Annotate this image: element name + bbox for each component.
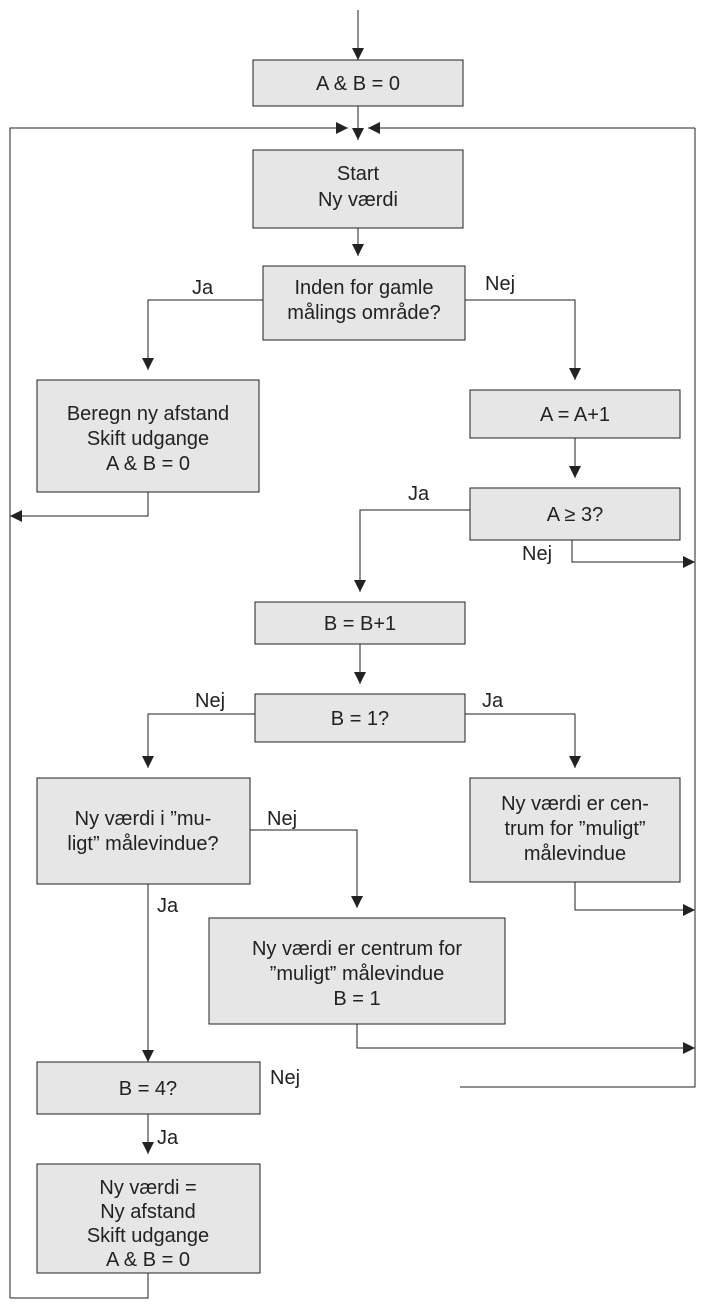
loop-back-left-arrow (9, 122, 348, 1298)
decision-a-ge-3: A ≥ 3? (469, 487, 681, 541)
svg-text:Ny værdi =: Ny værdi = (99, 1177, 196, 1199)
decision-inside-range-line: målings område? (287, 302, 440, 324)
box-calc-line: A & B = 0 (106, 453, 190, 475)
svg-text:målevindue: målevindue (524, 843, 626, 865)
b1-yes-arrow (465, 713, 581, 768)
box-final-line: Skift udgange (87, 1225, 209, 1247)
svg-text:Ny værdi er centrum for: Ny værdi er centrum for (252, 938, 462, 960)
box-start-line: Ny værdi (318, 189, 398, 211)
box-center-right-line: målevindue (524, 843, 626, 865)
decision-a-ge-3-line: A ≥ 3? (547, 504, 604, 526)
svg-text:ligt” målevindue?: ligt” målevindue? (67, 833, 218, 855)
box-center-right-line: Ny værdi er cen- (501, 793, 649, 815)
svg-text:A = A+1: A = A+1 (540, 404, 610, 426)
box-start-line: Start (337, 163, 380, 185)
possible-no-arrow (250, 829, 363, 908)
svg-text:B = B+1: B = B+1 (324, 613, 396, 635)
connectors (9, 10, 696, 1299)
decision-b-eq-4-line: B = 4? (119, 1078, 177, 1100)
final-loop-bottom-line (10, 1273, 149, 1299)
box-calc-new-distance: Beregn ny afstand Skift udgange A & B = … (36, 379, 260, 493)
svg-text:Start: Start (337, 163, 380, 185)
svg-text:Ny værdi i ”mu-: Ny værdi i ”mu- (75, 808, 212, 830)
right-return-line (460, 128, 696, 1088)
label-b1-yes: Ja (482, 690, 504, 712)
box-final: Ny værdi = Ny afstand Skift udgange A & … (36, 1163, 261, 1274)
svg-text:B = 4?: B = 4? (119, 1078, 177, 1100)
box-center-mid-line: Ny værdi er centrum for (252, 938, 462, 960)
box-init: A & B = 0 (252, 59, 464, 107)
box-final-line: Ny afstand (100, 1201, 196, 1223)
calc-return-arrow (10, 492, 149, 522)
box-a-increment: A = A+1 (469, 389, 681, 439)
label-b1-no: Nej (195, 690, 225, 712)
svg-text:Ny værdi er cen-: Ny værdi er cen- (501, 793, 649, 815)
svg-text:målings område?: målings område? (287, 302, 440, 324)
svg-text:A & B = 0: A & B = 0 (316, 73, 400, 95)
decision-possible-window-line: Ny værdi i ”mu- (75, 808, 212, 830)
box-center-mid: Ny værdi er centrum for ”muligt” målevin… (208, 917, 506, 1025)
decision-b-eq-4: B = 4? (36, 1061, 261, 1115)
box-center-mid-line: B = 1 (333, 988, 380, 1010)
box-init-line: A & B = 0 (316, 73, 400, 95)
b1-no-arrow (142, 713, 255, 768)
svg-text:A & B = 0: A & B = 0 (106, 453, 190, 475)
svg-text:Beregn ny afstand: Beregn ny afstand (67, 403, 229, 425)
center-right-return-arrow (574, 882, 695, 916)
box-center-right: Ny værdi er cen- trum for ”muligt” målev… (469, 777, 681, 883)
box-calc-line: Skift udgange (87, 428, 209, 450)
svg-text:B = 1: B = 1 (333, 988, 380, 1010)
decision-inside-range: Inden for gamle målings område? (262, 265, 466, 341)
edge-labels: Ja Nej Ja Nej Nej Ja Nej Ja Nej Ja (157, 273, 552, 1149)
svg-text:Skift udgange: Skift udgange (87, 1225, 209, 1247)
svg-text:Skift udgange: Skift udgange (87, 428, 209, 450)
svg-text:B = 1?: B = 1? (331, 708, 389, 730)
svg-text:”muligt” målevindue: ”muligt” målevindue (270, 963, 445, 985)
svg-text:Ny værdi: Ny værdi (318, 189, 398, 211)
a3-yes-arrow (354, 509, 470, 592)
label-possible-yes: Ja (157, 895, 179, 917)
box-start: Start Ny værdi (252, 149, 464, 229)
decision-b-eq-1: B = 1? (254, 693, 466, 743)
box-center-right-line: trum for ”muligt” (504, 818, 645, 840)
svg-text:A & B = 0: A & B = 0 (106, 1249, 190, 1271)
label-possible-no: Nej (267, 808, 297, 830)
decision-possible-window-line: ligt” målevindue? (67, 833, 218, 855)
box-final-line: Ny værdi = (99, 1177, 196, 1199)
svg-text:trum for ”muligt”: trum for ”muligt” (504, 818, 645, 840)
inside-yes-arrow (142, 299, 263, 370)
a3-no-arrow (571, 540, 695, 568)
label-b4-no: Nej (270, 1067, 300, 1089)
box-calc-line: Beregn ny afstand (67, 403, 229, 425)
decision-possible-window: Ny værdi i ”mu- ligt” målevindue? (36, 777, 251, 885)
box-center-mid-line: ”muligt” målevindue (270, 963, 445, 985)
box-final-line: A & B = 0 (106, 1249, 190, 1271)
svg-text:A ≥ 3?: A ≥ 3? (547, 504, 604, 526)
label-inside-yes: Ja (192, 277, 214, 299)
label-b4-yes: Ja (157, 1127, 179, 1149)
box-b-increment-line: B = B+1 (324, 613, 396, 635)
box-a-increment-line: A = A+1 (540, 404, 610, 426)
svg-text:Inden for gamle: Inden for gamle (295, 277, 434, 299)
decision-inside-range-line: Inden for gamle (295, 277, 434, 299)
svg-text:Ny afstand: Ny afstand (100, 1201, 196, 1223)
center-mid-return-arrow (356, 1024, 695, 1054)
decision-b-eq-1-line: B = 1? (331, 708, 389, 730)
label-a3-no: Nej (522, 543, 552, 565)
label-inside-no: Nej (485, 273, 515, 295)
label-a3-yes: Ja (408, 483, 430, 505)
inside-no-arrow (465, 299, 581, 380)
box-b-increment: B = B+1 (254, 601, 466, 645)
